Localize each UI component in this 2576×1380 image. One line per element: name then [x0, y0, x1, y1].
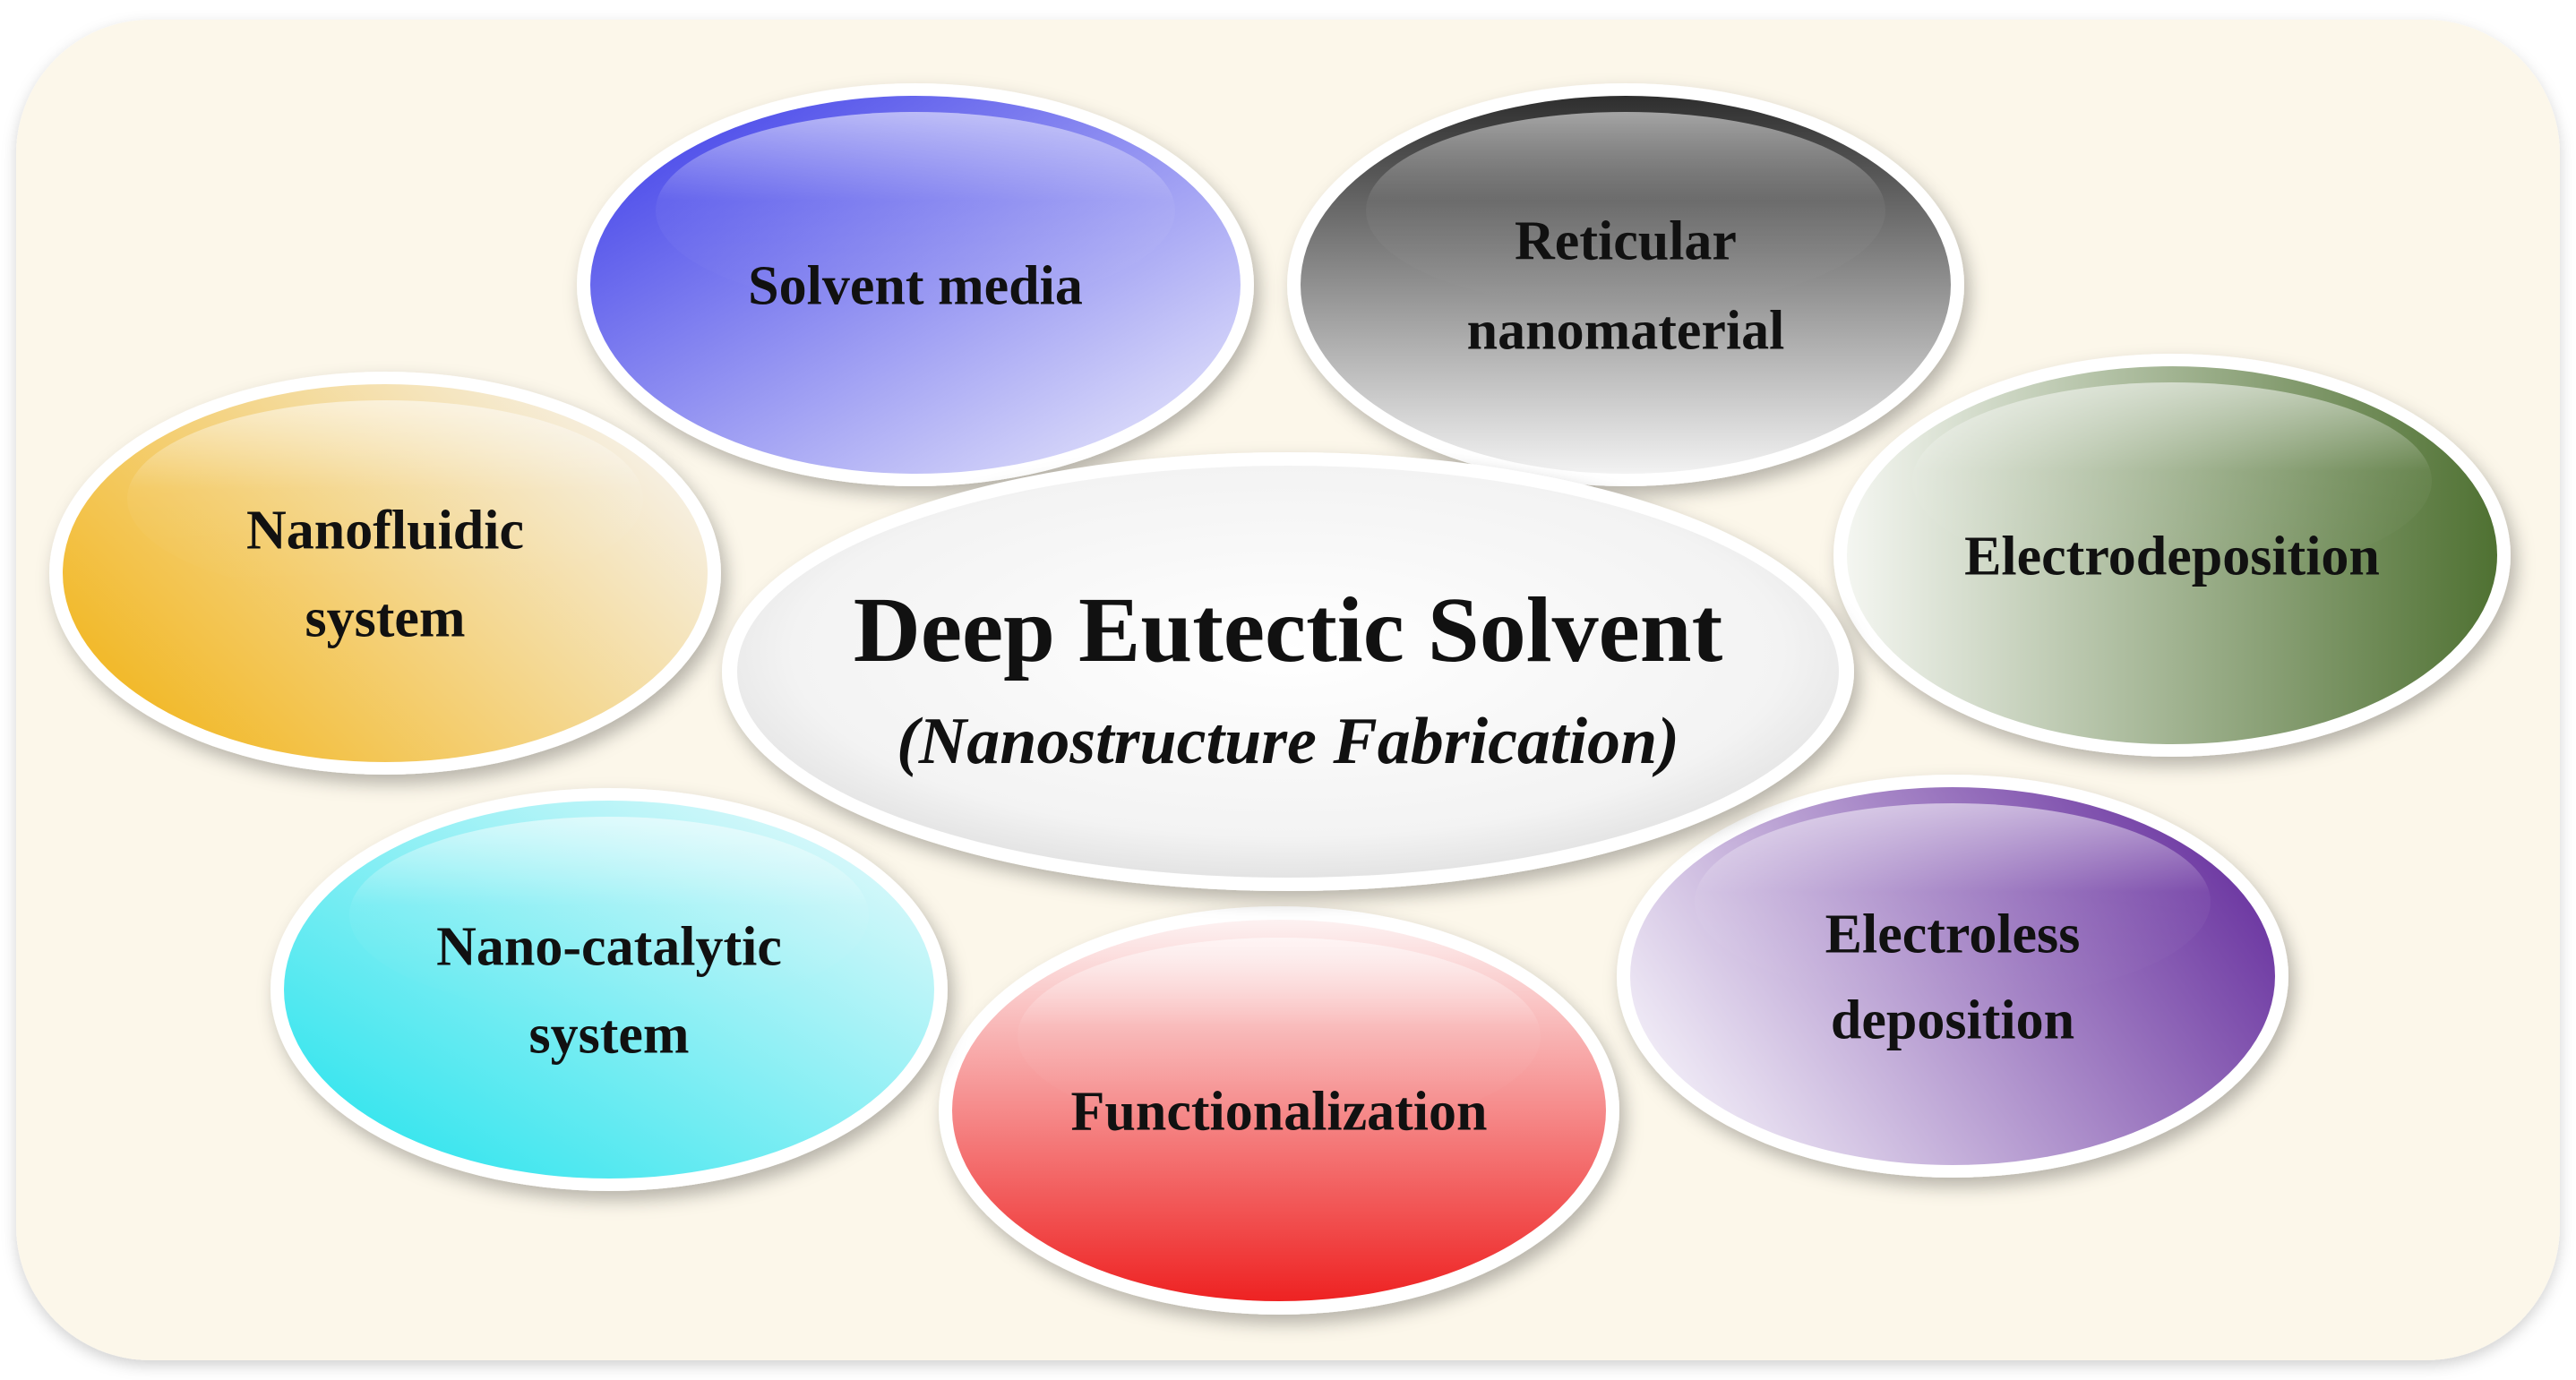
nano-catalytic-system-label-line-1: Nano-catalytic [436, 917, 782, 978]
node-ellipse-gloss [1366, 112, 1885, 309]
center-title: Deep Eutectic Solvent [854, 579, 1723, 681]
nano-catalytic-system-label-line-2: system [528, 1005, 689, 1066]
electrodeposition-label-line-1: Electrodeposition [1964, 527, 2380, 587]
node-ellipse-gloss [127, 400, 643, 597]
node-ellipse-gloss [1912, 382, 2432, 579]
node-ellipse-gloss [349, 817, 869, 1014]
node-ellipse-gloss [656, 112, 1175, 309]
node-functionalization: Functionalization [939, 906, 1619, 1315]
electroless-deposition-label-line-2: deposition [1831, 990, 2074, 1051]
node-electroless-deposition: Electroless deposition [1617, 775, 2288, 1178]
solvent-media-label-line-1: Solvent media [748, 256, 1083, 317]
node-ellipse-gloss [1695, 803, 2211, 1000]
electroless-deposition-label-line-1: Electroless [1825, 904, 2081, 965]
center-node: Deep Eutectic Solvent (Nanostructure Fab… [722, 452, 1854, 891]
reticular-nanomaterial-label-line-1: Reticular [1515, 211, 1737, 272]
node-electrodeposition: Electrodeposition [1833, 354, 2511, 757]
center-subtitle: (Nanostructure Fabrication) [897, 705, 1679, 778]
node-solvent-media: Solvent media [577, 83, 1254, 486]
functionalization-label-line-1: Functionalization [1070, 1082, 1487, 1143]
node-nano-catalytic-system: Nano-catalytic system [270, 788, 948, 1191]
node-nanofluidic-system: Nanofluidic system [49, 372, 721, 775]
center-ellipse-fill [737, 466, 1839, 878]
node-reticular-nanomaterial: Reticular nanomaterial [1287, 83, 1964, 486]
node-ellipse-gloss [1018, 938, 1541, 1135]
nanofluidic-system-label-line-2: system [305, 588, 465, 649]
nanofluidic-system-label-line-1: Nanofluidic [246, 501, 524, 561]
reticular-nanomaterial-label-line-2: nanomaterial [1467, 301, 1785, 362]
